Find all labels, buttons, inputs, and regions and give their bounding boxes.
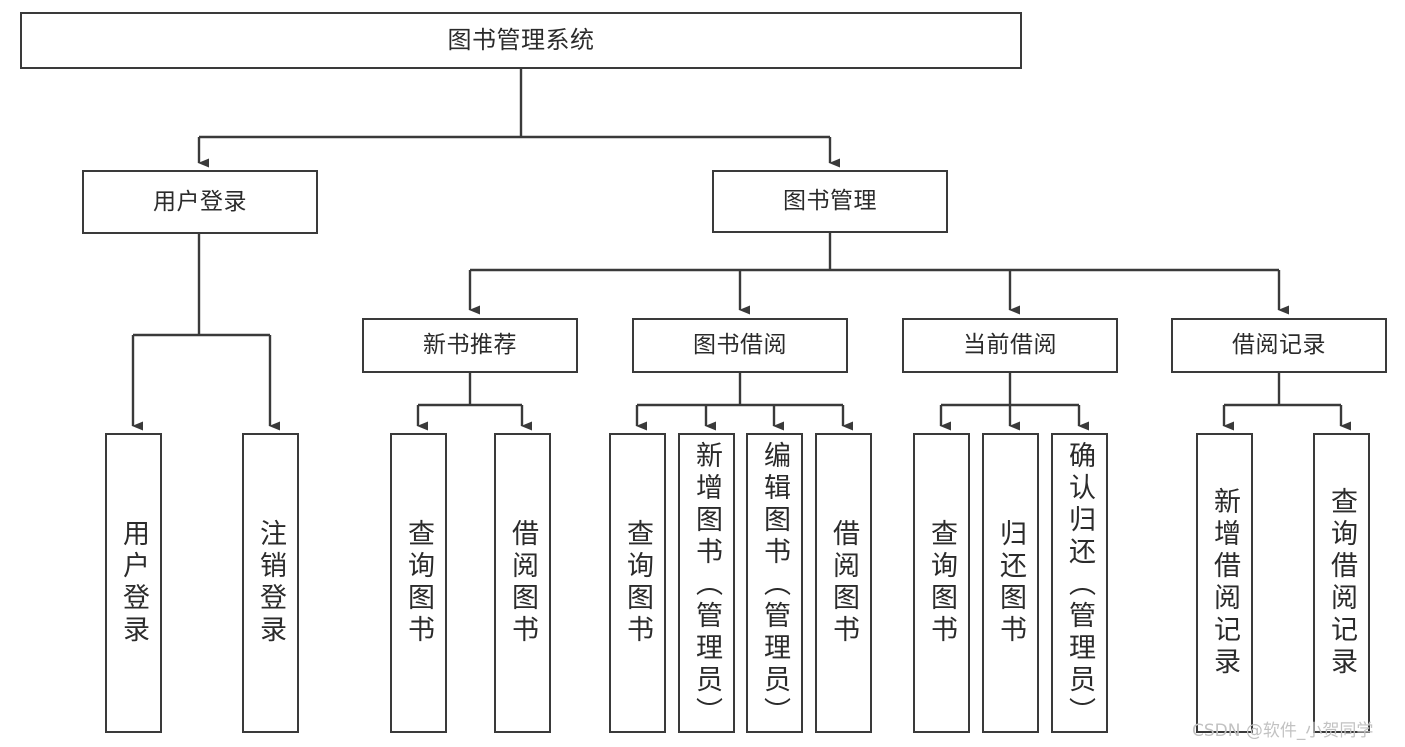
leaf-borrow-book-1-label: 借阅图书 — [507, 519, 538, 647]
node-root-label: 图书管理系统 — [447, 25, 595, 54]
node-book-manage[interactable]: 图书管理 — [712, 170, 948, 233]
node-current-borrow[interactable]: 当前借阅 — [902, 318, 1118, 373]
node-new-book-rec[interactable]: 新书推荐 — [362, 318, 578, 373]
leaf-query-book-2-label: 查询图书 — [622, 519, 653, 647]
node-new-book-rec-label: 新书推荐 — [423, 332, 517, 359]
leaf-edit-book-label: 编辑图书（管理员） — [759, 441, 790, 729]
node-root[interactable]: 图书管理系统 — [20, 12, 1022, 69]
leaf-logout-label: 注销登录 — [255, 519, 286, 647]
leaf-query-book-3-label: 查询图书 — [926, 519, 957, 647]
leaf-confirm-return[interactable]: 确认归还（管理员） — [1051, 433, 1108, 733]
node-user-login[interactable]: 用户登录 — [82, 170, 318, 234]
node-borrow-record[interactable]: 借阅记录 — [1171, 318, 1387, 373]
leaf-add-record-label: 新增借阅记录 — [1209, 487, 1240, 679]
leaf-borrow-book-1[interactable]: 借阅图书 — [494, 433, 551, 733]
leaf-query-book-1[interactable]: 查询图书 — [390, 433, 447, 733]
csdn-watermark: CSDN @软件_小贺同学 — [1192, 721, 1374, 741]
node-user-login-label: 用户登录 — [153, 188, 247, 215]
node-book-borrow[interactable]: 图书借阅 — [632, 318, 848, 373]
leaf-logout[interactable]: 注销登录 — [242, 433, 299, 733]
node-book-manage-label: 图书管理 — [783, 188, 877, 215]
leaf-user-login[interactable]: 用户登录 — [105, 433, 162, 733]
leaf-add-book-label: 新增图书（管理员） — [691, 441, 722, 729]
leaf-query-record-label: 查询借阅记录 — [1326, 487, 1357, 679]
leaf-confirm-return-label: 确认归还（管理员） — [1064, 441, 1095, 729]
leaf-borrow-book-2[interactable]: 借阅图书 — [815, 433, 872, 733]
leaf-borrow-book-2-label: 借阅图书 — [828, 519, 859, 647]
leaf-return-book[interactable]: 归还图书 — [982, 433, 1039, 733]
leaf-query-book-1-label: 查询图书 — [403, 519, 434, 647]
node-book-borrow-label: 图书借阅 — [693, 332, 787, 359]
leaf-add-record[interactable]: 新增借阅记录 — [1196, 433, 1253, 733]
leaf-query-book-3[interactable]: 查询图书 — [913, 433, 970, 733]
leaf-user-login-label: 用户登录 — [118, 519, 149, 647]
node-borrow-record-label: 借阅记录 — [1232, 332, 1326, 359]
leaf-edit-book[interactable]: 编辑图书（管理员） — [746, 433, 803, 733]
leaf-query-record[interactable]: 查询借阅记录 — [1313, 433, 1370, 733]
node-current-borrow-label: 当前借阅 — [963, 332, 1057, 359]
leaf-add-book[interactable]: 新增图书（管理员） — [678, 433, 735, 733]
leaf-query-book-2[interactable]: 查询图书 — [609, 433, 666, 733]
leaf-return-book-label: 归还图书 — [995, 519, 1026, 647]
